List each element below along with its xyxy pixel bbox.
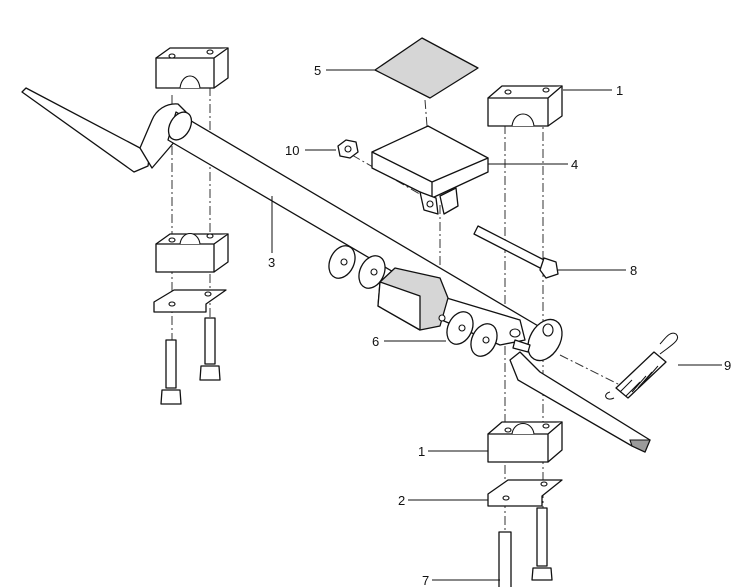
callout-4: 4 [571,157,578,172]
left-clamp-plate [153,289,227,313]
pad [374,37,479,99]
callout-1-lower: 1 [418,444,425,459]
long-bolt [473,225,559,279]
callout-8: 8 [630,263,637,278]
callout-labels: 1 1 2 3 4 5 6 7 8 9 10 [268,63,731,587]
spring [605,332,678,400]
right-upper-bearing-block [487,85,563,127]
callout-3: 3 [268,255,275,270]
callout-10: 10 [285,143,299,158]
left-lower-bearing-block [155,232,229,273]
nut [337,139,359,159]
left-bolts [160,317,221,405]
callout-5: 5 [314,63,321,78]
right-bolts [498,507,553,587]
right-clamp-plate [487,479,563,507]
callout-2: 2 [398,493,405,508]
callout-1-upper: 1 [616,83,623,98]
leader-lines [271,69,722,581]
washers [328,245,498,357]
right-lower-bearing-block [487,421,563,463]
callout-7: 7 [422,573,429,587]
callout-9: 9 [724,358,731,373]
bracket [371,125,489,215]
left-upper-bearing-block [155,47,229,89]
callout-6: 6 [372,334,379,349]
lever-shaft-assembly [21,87,651,453]
